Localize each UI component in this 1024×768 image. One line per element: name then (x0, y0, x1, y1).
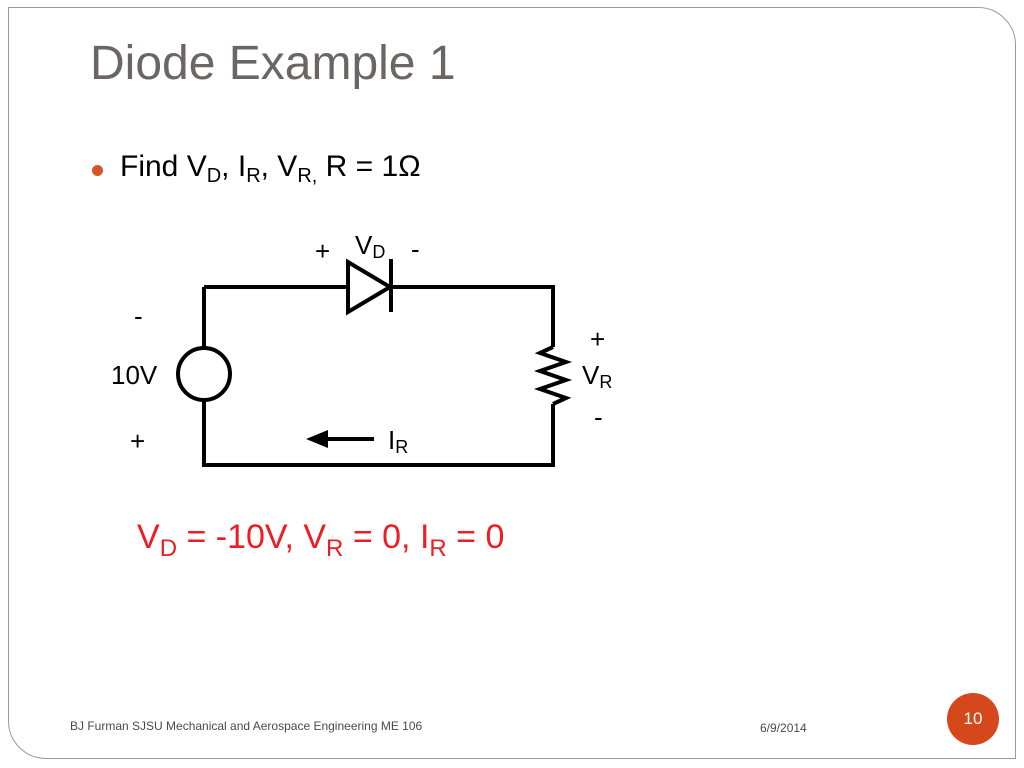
bullet-ir-sub: R (246, 165, 261, 187)
answer-v1: V (137, 518, 160, 556)
diode-v: V (355, 230, 373, 260)
page-number-badge: 10 (947, 693, 999, 745)
bullet-vr-sub: R, (297, 165, 318, 187)
current-label: IR (388, 425, 408, 456)
diode-v-sub: D (372, 242, 386, 262)
wire-right-bottom (202, 398, 555, 467)
resistor-minus-sign: - (594, 402, 603, 432)
slide-frame (8, 7, 1016, 759)
bullet-dot-icon (92, 165, 103, 176)
answer-text: VD = -10V, VR = 0, IR = 0 (137, 518, 505, 561)
resistor-plus-sign: + (590, 324, 606, 354)
source-top-sign: - (134, 301, 143, 331)
slide-title: Diode Example 1 (90, 37, 456, 90)
answer-s2: R (326, 535, 344, 562)
resistor-voltage-label: VR (582, 360, 612, 391)
voltage-source-icon (176, 346, 232, 402)
diode-plus-sign: + (315, 236, 331, 266)
bullet-given: R = 1Ω (317, 150, 421, 183)
diode-triangle-icon (346, 258, 394, 316)
diode-minus-sign: - (411, 234, 420, 264)
answer-t1: = -10V, V (177, 518, 327, 556)
source-label: 10V (111, 360, 158, 390)
source-bottom-sign: + (130, 426, 146, 456)
current-i: I (388, 425, 396, 455)
resistor-v: V (582, 360, 600, 390)
diode-voltage-label: VD (355, 230, 385, 261)
answer-s1: D (159, 535, 178, 562)
bullet-text: Find VD, IR, VR, R = 1Ω (120, 150, 421, 187)
bullet-comma1: , I (221, 150, 247, 183)
bullet-find: Find V (120, 150, 207, 183)
footer-credit: BJ Furman SJSU Mechanical and Aerospace … (70, 719, 423, 733)
wire-top-right (390, 285, 555, 347)
resistor-v-sub: R (599, 372, 613, 392)
bullet-vd-sub: D (206, 165, 222, 187)
bullet-comma2: , V (260, 150, 298, 183)
resistor-zigzag-icon (533, 345, 573, 406)
answer-t2: = 0, I (343, 518, 430, 556)
current-arrow-head-icon (306, 430, 328, 448)
current-i-sub: R (395, 437, 409, 457)
answer-s3: R (429, 535, 447, 562)
footer-date: 6/9/2014 (760, 721, 807, 735)
answer-t3: = 0 (446, 518, 505, 556)
